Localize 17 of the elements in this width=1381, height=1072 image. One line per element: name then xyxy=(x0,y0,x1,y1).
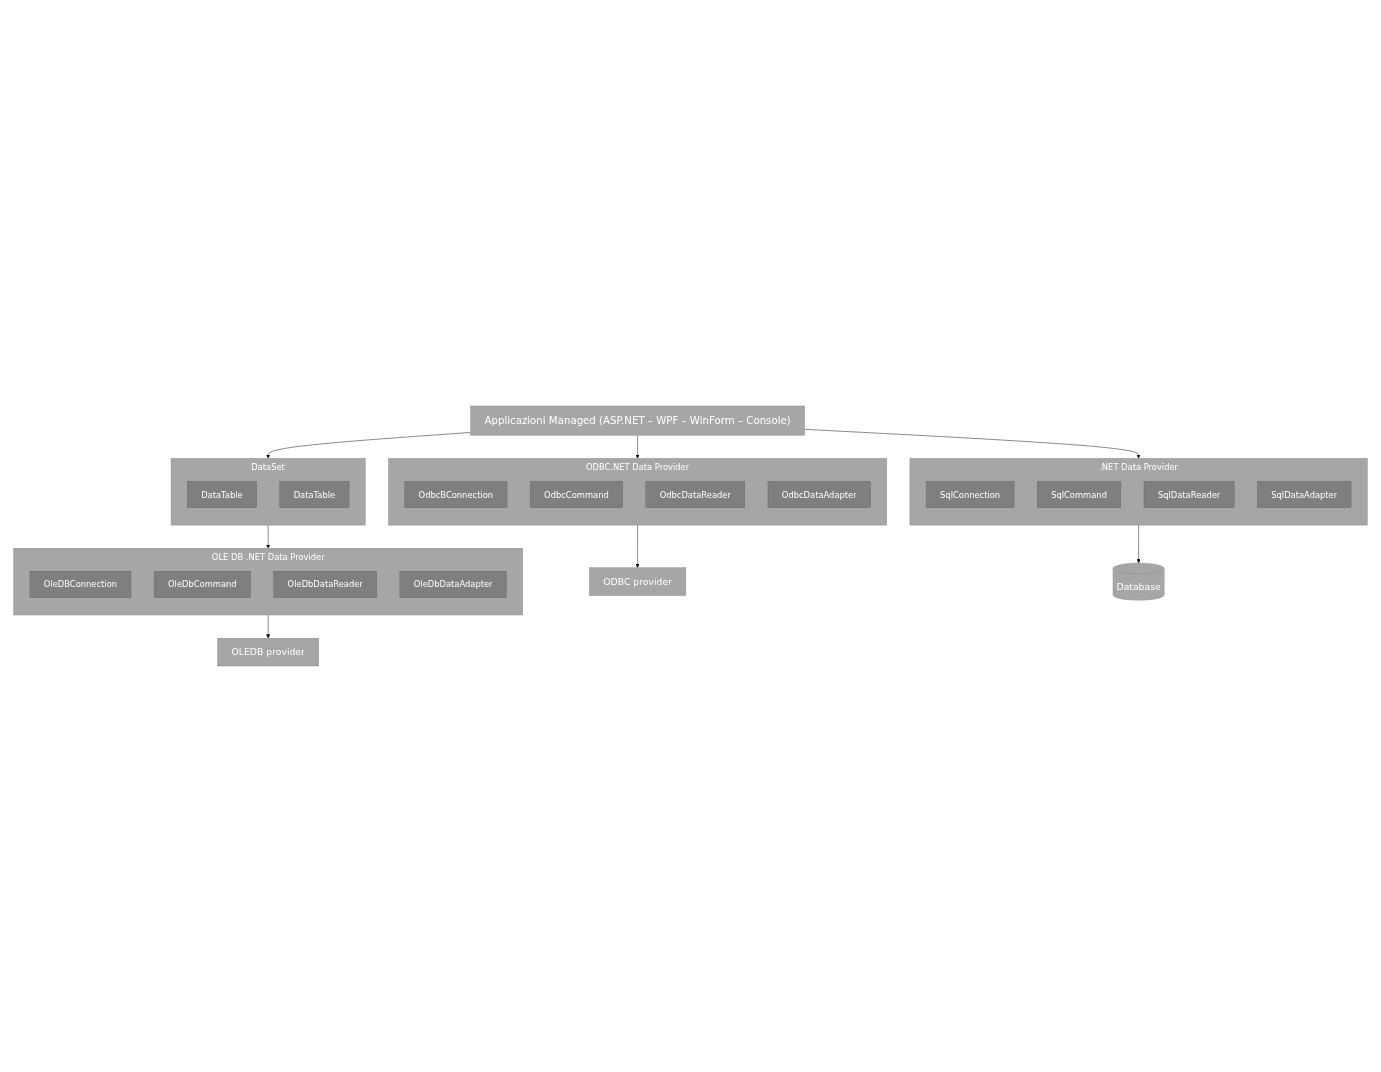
node-box: SqlCommand xyxy=(1037,481,1122,508)
node-box: OdbcCommand xyxy=(529,481,623,508)
node-box: OdbcDataAdapter xyxy=(767,481,871,508)
node-box: SqlConnection xyxy=(925,481,1015,508)
node-box: DataTable xyxy=(187,481,257,508)
node-box: OdbcBConnection xyxy=(404,481,508,508)
node-box: SqlDataAdapter xyxy=(1257,481,1352,508)
node-box: OleDbDataAdapter xyxy=(399,571,507,598)
node-box: DataTable xyxy=(279,481,350,508)
node-box: Applicazioni Managed (ASP.NET – WPF – WinForm – Console) xyxy=(470,405,805,436)
node-box: OleDBConnection xyxy=(29,571,132,598)
node-box: OleDbDataReader xyxy=(273,571,377,598)
node-box: OdbcDataReader xyxy=(645,481,745,508)
node-box: OLEDB provider xyxy=(217,637,319,667)
node-box: SqlDataReader xyxy=(1143,481,1235,508)
node-box: OleDbCommand xyxy=(153,571,251,598)
node-box: ODBC provider xyxy=(589,567,687,596)
